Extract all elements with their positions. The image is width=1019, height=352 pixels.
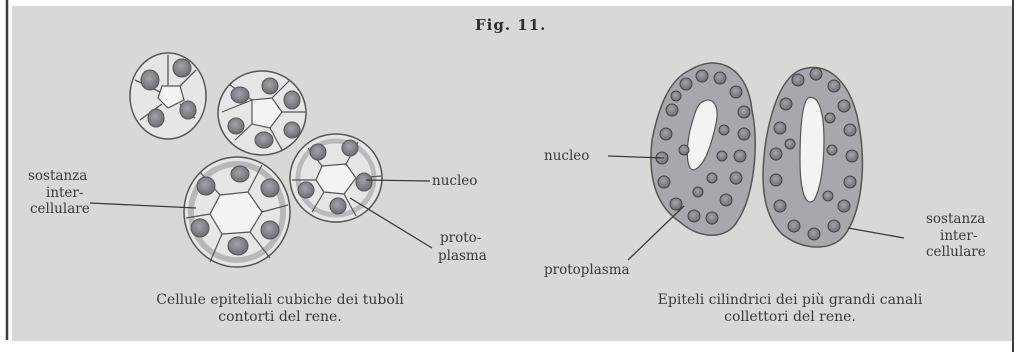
tubule-medium — [218, 71, 306, 155]
label-line: cellulare — [30, 201, 90, 217]
leader-substance-right — [848, 228, 904, 238]
label-line: sostanza — [926, 211, 985, 227]
tubule-small — [130, 53, 206, 139]
leader-substance-left — [90, 203, 196, 208]
leader-protoplasm-right — [628, 206, 684, 260]
caption-left: Cellule epiteliali cubiche dei tuboli co… — [100, 292, 460, 326]
label-line: proto- — [440, 230, 481, 246]
duct-right — [763, 68, 862, 247]
figure-title: Fig. 11. — [475, 17, 546, 33]
caption-line: contorti del rene. — [100, 309, 460, 326]
label-line: plasma — [438, 248, 487, 264]
caption-right: Epiteli cilindrici dei più grandi canali… — [600, 292, 980, 326]
label-line: cellulare — [926, 244, 986, 260]
caption-line: collettori del rene. — [600, 309, 980, 326]
label-line: inter- — [940, 228, 977, 244]
label-line: sostanza — [28, 168, 87, 184]
label-protoplasm-right: protoplasma — [544, 262, 630, 278]
label-nucleus-right: nucleo — [544, 148, 589, 164]
caption-line: Epiteli cilindrici dei più grandi canali — [600, 292, 980, 309]
tubule-large — [184, 157, 290, 267]
caption-line: Cellule epiteliali cubiche dei tuboli — [100, 292, 460, 309]
label-line: inter- — [46, 185, 83, 201]
duct-left — [651, 63, 755, 235]
leader-protoplasm-left — [350, 198, 432, 248]
label-nucleus-left: nucleo — [432, 173, 477, 189]
